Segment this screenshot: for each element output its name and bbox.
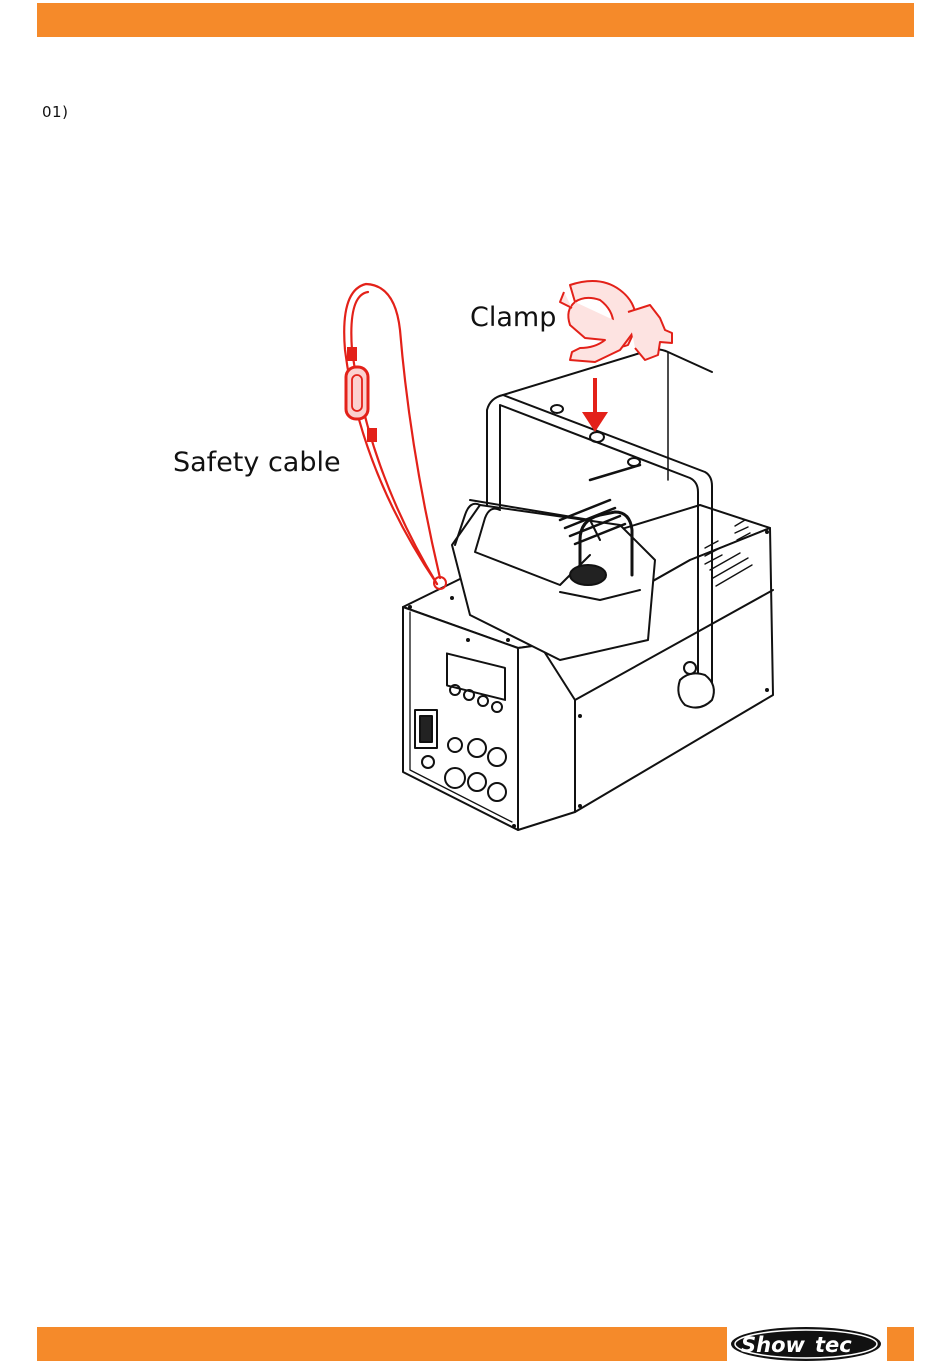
showtec-logo: Show tec: [729, 1325, 884, 1363]
footer-bar-end: [887, 1327, 914, 1361]
bracket-knob: [678, 673, 714, 707]
logo-text-left: Show: [741, 1333, 806, 1357]
tank-cap: [570, 565, 606, 585]
logo-text-right: tec: [815, 1333, 852, 1357]
clamp-arrow: [582, 378, 608, 432]
safety-cable-label: Safety cable: [173, 447, 341, 478]
safety-cable: [344, 284, 446, 589]
footer-bar: [37, 1327, 727, 1361]
clamp-label: Clamp: [470, 302, 556, 333]
clamp-icon: [560, 281, 672, 362]
